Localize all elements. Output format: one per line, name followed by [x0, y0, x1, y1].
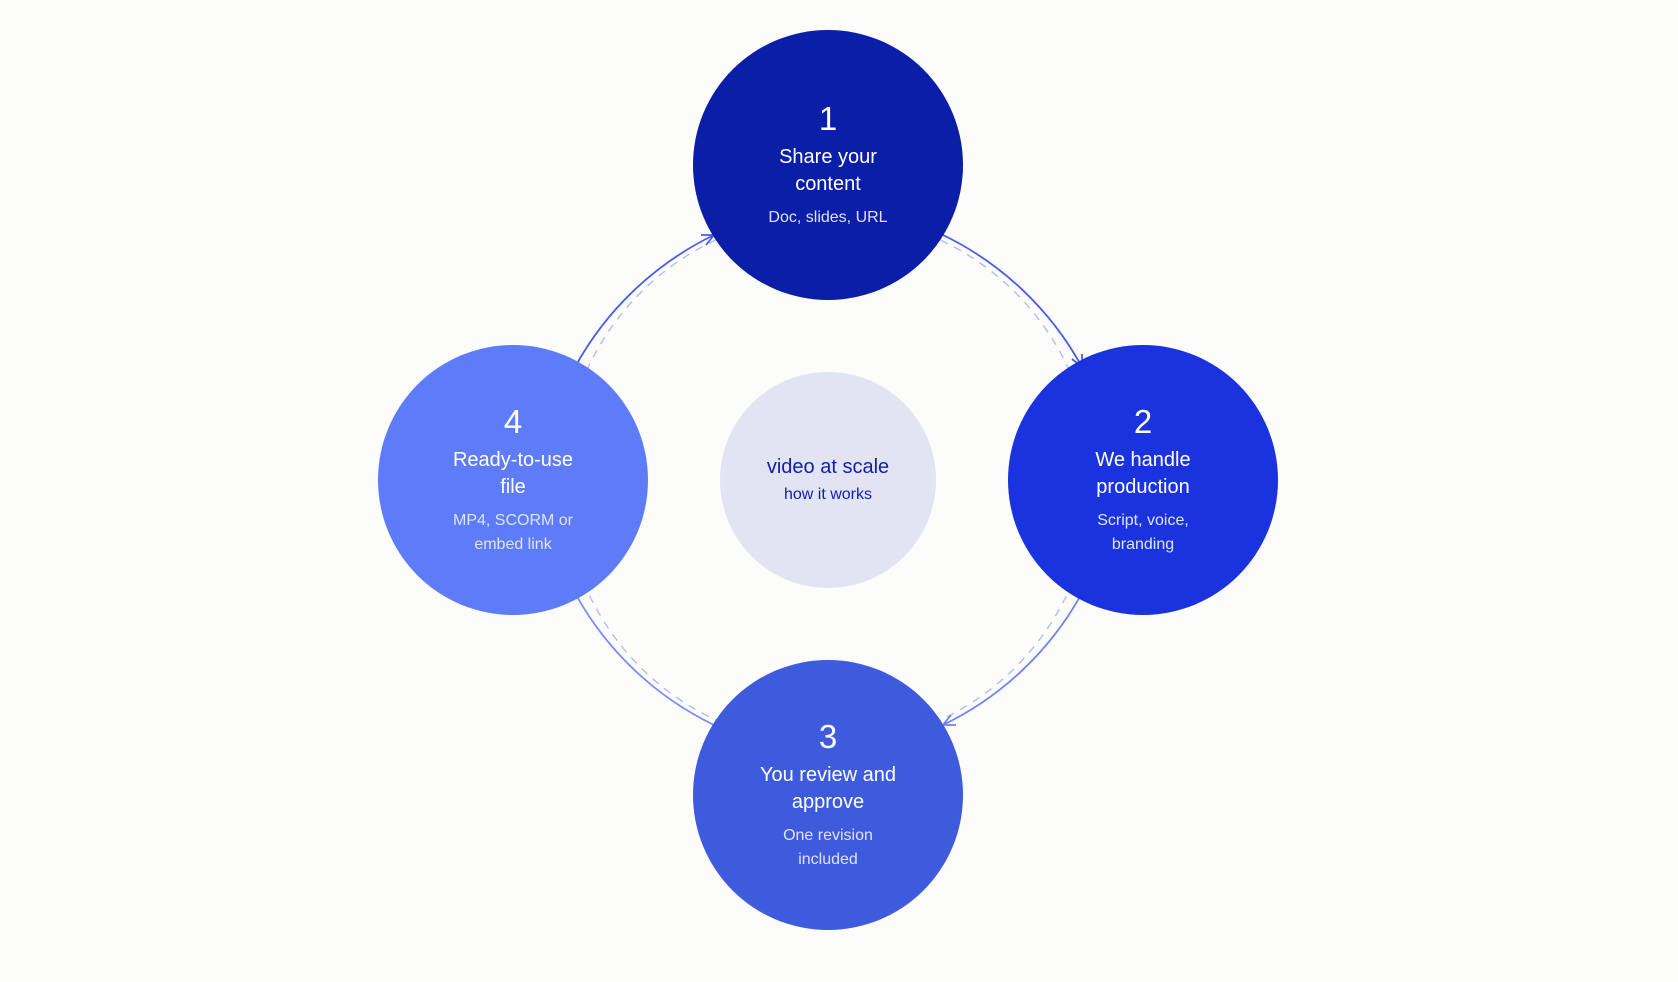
step-2-number: 2 [1133, 403, 1153, 440]
step-1-title: Share your content [779, 146, 877, 195]
step-1-detail: Doc, slides, URL [768, 209, 888, 226]
center-label-circle: video at scale how it works [720, 372, 936, 588]
arrow-1-to-2 [942, 234, 1083, 368]
step-3-circle: 3 You review and approve One revision in… [693, 660, 963, 930]
center-title: video at scale [766, 455, 890, 478]
center-subtitle: how it works [783, 485, 873, 503]
arrow-3-to-4 [574, 592, 715, 726]
step-3-detail: One revision included [783, 827, 873, 868]
step-4-number: 4 [503, 403, 523, 440]
step-1-number: 1 [818, 100, 838, 137]
step-1-circle: 1 Share your content Doc, slides, URL [693, 30, 963, 300]
step-2-detail: Script, voice, branding [1097, 512, 1189, 553]
step-4-title: Ready-to-use file [452, 449, 574, 498]
step-3-number: 3 [818, 718, 838, 755]
step-4-detail: MP4, SCORM or embed link [452, 512, 573, 553]
step-3-title: You review and approve [759, 764, 897, 813]
arrow-2-to-3 [942, 592, 1083, 726]
step-4-circle: 4 Ready-to-use file MP4, SCORM or embed … [378, 345, 648, 615]
arrow-4-to-1 [574, 234, 715, 368]
step-2-circle: 2 We handle production Script, voice, br… [1008, 345, 1278, 615]
step-2-title: We handle production [1095, 449, 1191, 498]
